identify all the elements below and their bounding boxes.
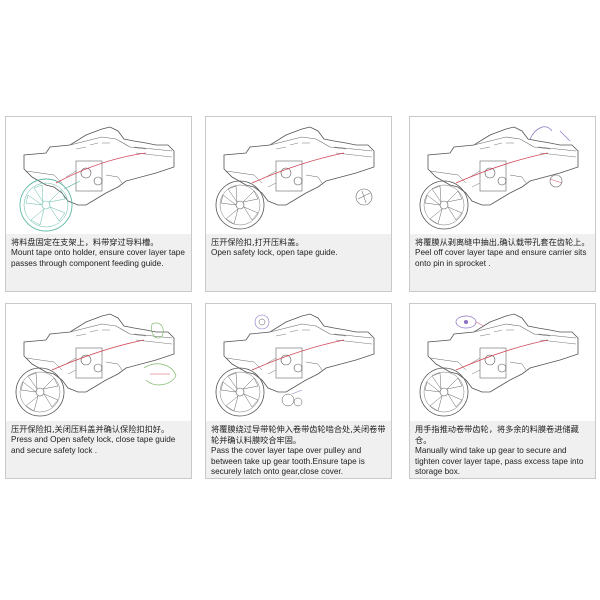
step-caption-en: Pass the cover layer tape over pulley an…	[211, 446, 365, 476]
detail-callout-icon	[549, 174, 563, 188]
tape-reel-icon	[15, 367, 65, 417]
step-caption: 将覆膜绕过导带轮伸入卷带齿轮啮合处,关闭卷带轮并确认料膜咬合牢固。 Pass t…	[206, 421, 391, 478]
step-panel-5: 将覆膜绕过导带轮伸入卷带齿轮啮合处,关闭卷带轮并确认料膜咬合牢固。 Pass t…	[205, 303, 392, 479]
step-caption: 将料盘固定在支架上，料带穿过导料槽。 Mount tape onto holde…	[6, 234, 191, 291]
step-caption: 压开保险扣,打开压料盖。 Open safety lock, open tape…	[206, 234, 391, 291]
tape-reel-icon	[419, 367, 469, 417]
tape-reel-icon	[419, 180, 469, 230]
step-caption-en: Manually wind take up gear to secure and…	[415, 446, 584, 476]
step-caption: 压开保险扣,关闭压料盖并确认保险扣扣好。 Press and Open safe…	[6, 421, 191, 478]
step-panel-1: 将料盘固定在支架上，料带穿过导料槽。 Mount tape onto holde…	[5, 116, 192, 292]
step-caption-zh: 将料盘固定在支架上，料带穿过导料槽。	[11, 237, 159, 247]
step-caption-en: Peel off cover layer tape and ensure car…	[415, 248, 587, 268]
step-panel-6: 用手指推动卷带齿轮，将多余的料膜卷进储藏仓。 Manually wind tak…	[409, 303, 596, 479]
step-panel-4: 压开保险扣,关闭压料盖并确认保险扣扣好。 Press and Open safe…	[5, 303, 192, 479]
feeder-illustration	[19, 126, 175, 232]
feeder-illustration	[215, 313, 375, 417]
tape-reel-icon	[215, 180, 265, 230]
step-caption-zh: 压开保险扣,打开压料盖。	[211, 237, 304, 247]
feeder-illustration	[419, 126, 579, 230]
step-caption-en: Mount tape onto holder, ensure cover lay…	[11, 248, 185, 268]
feeder-illustration	[419, 313, 579, 417]
step-caption-zh: 将覆膜绕过导带轮伸入卷带齿轮啮合处,关闭卷带轮并确认料膜咬合牢固。	[211, 424, 386, 445]
step-caption: 将覆膜从剥离缝中抽出,确认载带孔套在齿轮上。 Peel off cover la…	[410, 234, 595, 291]
step-panel-3: 将覆膜从剥离缝中抽出,确认载带孔套在齿轮上。 Peel off cover la…	[409, 116, 596, 292]
step-caption-zh: 用手指推动卷带齿轮，将多余的料膜卷进储藏仓。	[415, 424, 579, 445]
detail-callout-icon	[143, 322, 177, 386]
step-caption-en: Press and Open safety lock, close tape g…	[11, 435, 176, 455]
step-caption-zh: 将覆膜从剥离缝中抽出,确认载带孔套在齿轮上。	[415, 237, 590, 247]
step-panel-2: 压开保险扣,打开压料盖。 Open safety lock, open tape…	[205, 116, 392, 292]
step-caption-en: Open safety lock, open tape guide.	[211, 248, 338, 257]
step-caption: 用手指推动卷带齿轮，将多余的料膜卷进储藏仓。 Manually wind tak…	[410, 421, 595, 478]
feeder-illustration	[215, 126, 375, 230]
detail-callout-icon	[455, 315, 485, 329]
detail-callout-icon	[254, 314, 303, 407]
feeder-illustration	[15, 313, 177, 417]
tape-reel-icon	[19, 178, 73, 232]
detail-callout-icon	[355, 188, 373, 206]
step-caption-zh: 压开保险扣,关闭压料盖并确认保险扣扣好。	[11, 424, 170, 434]
tape-reel-icon	[215, 367, 265, 417]
